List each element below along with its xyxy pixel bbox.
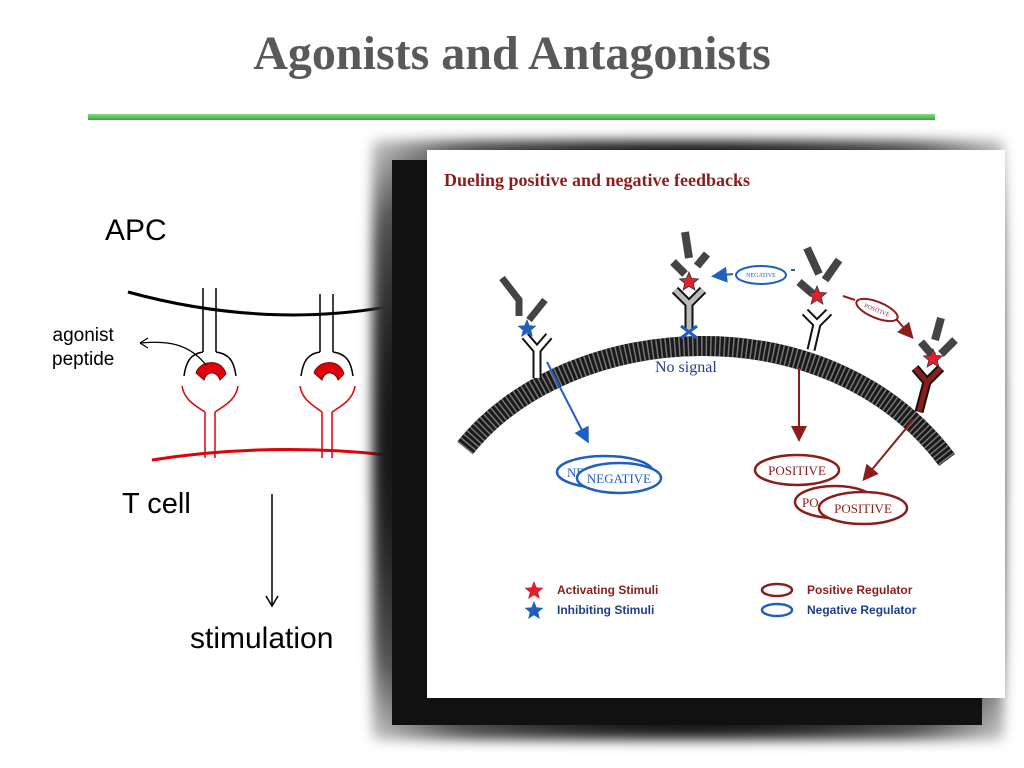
activating-star-far-right	[922, 347, 944, 368]
positive-regulator-front-label: POSITIVE	[834, 501, 892, 516]
negative-small-label: NEGATIVE	[746, 273, 776, 279]
legend-negative-ellipse	[760, 602, 794, 618]
mhc-peptide-complex-1	[183, 288, 237, 377]
activating-star-right	[806, 284, 828, 305]
legend-activating-star	[524, 581, 544, 599]
feedback-diagram: No signal NEGATIVE POSITIVE NE	[457, 231, 958, 619]
positive-regulator-top-label: POSITIVE	[768, 463, 826, 478]
positive-regulator-front	[817, 490, 909, 526]
legend-inhibiting-label: Inhibiting Stimuli	[557, 603, 654, 617]
legend-inhibiting-star	[524, 601, 544, 619]
apc-label: APC	[105, 214, 167, 247]
legend-activating-label: Activating Stimuli	[557, 583, 658, 597]
activating-star-center	[678, 270, 700, 291]
title-underline	[88, 114, 935, 120]
mhc-peptide-complex-2	[300, 294, 354, 377]
receptor-blocked	[670, 231, 711, 340]
agonist-pointer-arrow	[139, 341, 207, 366]
figure-title: Dueling positive and negative feedbacks	[444, 170, 751, 190]
legend-negative-label: Negative Regulator	[807, 603, 917, 617]
legend-positive-ellipse	[760, 582, 794, 598]
negative-regulator-front-label: NEGATIVE	[587, 471, 651, 486]
negative-regulator-front	[575, 461, 663, 495]
positive-feedback-small	[855, 297, 899, 323]
agonist-label-line2: peptide	[52, 349, 115, 370]
tcell-label: T cell	[122, 488, 191, 520]
no-signal-label: No signal	[655, 359, 717, 376]
agonist-peptide-1	[195, 362, 227, 381]
legend-positive-label: Positive Regulator	[807, 583, 913, 597]
receptor-inhibited	[499, 275, 553, 378]
agonist-peptide-label: agonist peptide	[52, 324, 114, 372]
tcr-2	[299, 385, 356, 458]
positive-feedback-arrow	[896, 319, 914, 340]
legend: Activating Stimuli Inhibiting Stimuli Po…	[524, 581, 917, 619]
positive-regulator-top	[753, 453, 841, 487]
negative-feedback-small	[735, 265, 787, 285]
slide-title: Agonists and Antagonists	[253, 27, 771, 80]
positive-regulator-back-label: PO	[802, 495, 819, 510]
feedback-figure: Dueling positive and negative feedbacks	[427, 150, 1005, 698]
agonist-peptide-2	[313, 362, 345, 381]
receptor-activated	[796, 246, 843, 352]
cell-membrane-arc	[457, 336, 955, 467]
inhibiting-star-1	[517, 319, 537, 337]
inhibitory-signal-arrow	[546, 361, 589, 444]
agonist-label-line1: agonist	[52, 325, 114, 346]
stimulation-label: stimulation	[190, 622, 334, 655]
positive-signal-arrow-2	[862, 419, 914, 482]
tcr-1	[181, 385, 239, 458]
